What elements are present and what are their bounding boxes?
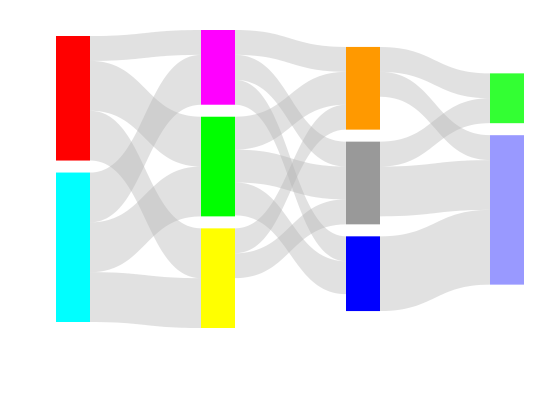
sankey-node-lavender xyxy=(490,135,524,285)
sankey-link-gray-to-lavender xyxy=(380,160,490,217)
sankey-link-green-to-orange xyxy=(235,71,346,150)
sankey-node-green xyxy=(201,116,235,217)
sankey-link-magenta-to-orange xyxy=(235,30,346,72)
sankey-link-blue-to-lavender xyxy=(380,209,490,312)
sankey-link-magenta-to-blue xyxy=(235,79,346,262)
sankey-node-blue xyxy=(346,236,380,312)
sankey-link-gray-to-lightgreen xyxy=(380,98,490,167)
sankey-nodes xyxy=(56,30,524,328)
sankey-link-yellow-to-gray xyxy=(235,199,346,279)
sankey-link-yellow-to-orange xyxy=(235,104,346,254)
sankey-link-orange-to-lightgreen xyxy=(380,46,490,99)
sankey-link-red-to-green xyxy=(90,60,201,167)
sankey-node-red xyxy=(56,36,90,161)
sankey-node-gray xyxy=(346,141,380,225)
sankey-node-orange xyxy=(346,46,380,130)
sankey-node-cyan xyxy=(56,172,90,322)
sankey-link-cyan-to-magenta xyxy=(90,54,201,223)
sankey-link-cyan-to-green xyxy=(90,166,201,273)
sankey-node-magenta xyxy=(201,30,235,105)
sankey-link-cyan-to-yellow xyxy=(90,272,201,328)
sankey-link-red-to-magenta xyxy=(90,30,201,61)
sankey-links xyxy=(90,30,490,328)
sankey-node-lightgreen xyxy=(490,73,524,124)
sankey-link-green-to-gray xyxy=(235,149,346,200)
sankey-node-yellow xyxy=(201,228,235,328)
sankey-link-orange-to-lavender xyxy=(380,71,490,161)
sankey-link-magenta-to-gray xyxy=(235,54,346,167)
sankey-link-green-to-blue xyxy=(235,182,346,295)
sankey-link-red-to-yellow xyxy=(90,110,201,279)
